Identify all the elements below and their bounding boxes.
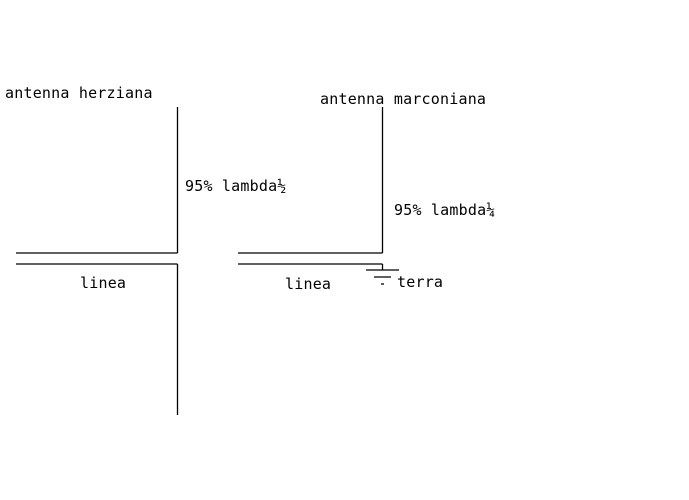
marconi-antenna-label: antenna marconiana xyxy=(320,90,487,108)
quarter-wave-length-label: 95% lambda¼ xyxy=(394,201,496,219)
ground-symbol xyxy=(366,264,399,285)
marconi-antenna xyxy=(238,107,384,265)
hertz-antenna-label: antenna herziana xyxy=(5,84,153,102)
hertz-antenna xyxy=(16,107,179,415)
ground-label: terra xyxy=(397,273,444,291)
half-wave-length-label: 95% lambda½ xyxy=(185,177,287,195)
feed-line-label-right: linea xyxy=(285,275,332,293)
feed-line-label-left: linea xyxy=(80,274,127,292)
